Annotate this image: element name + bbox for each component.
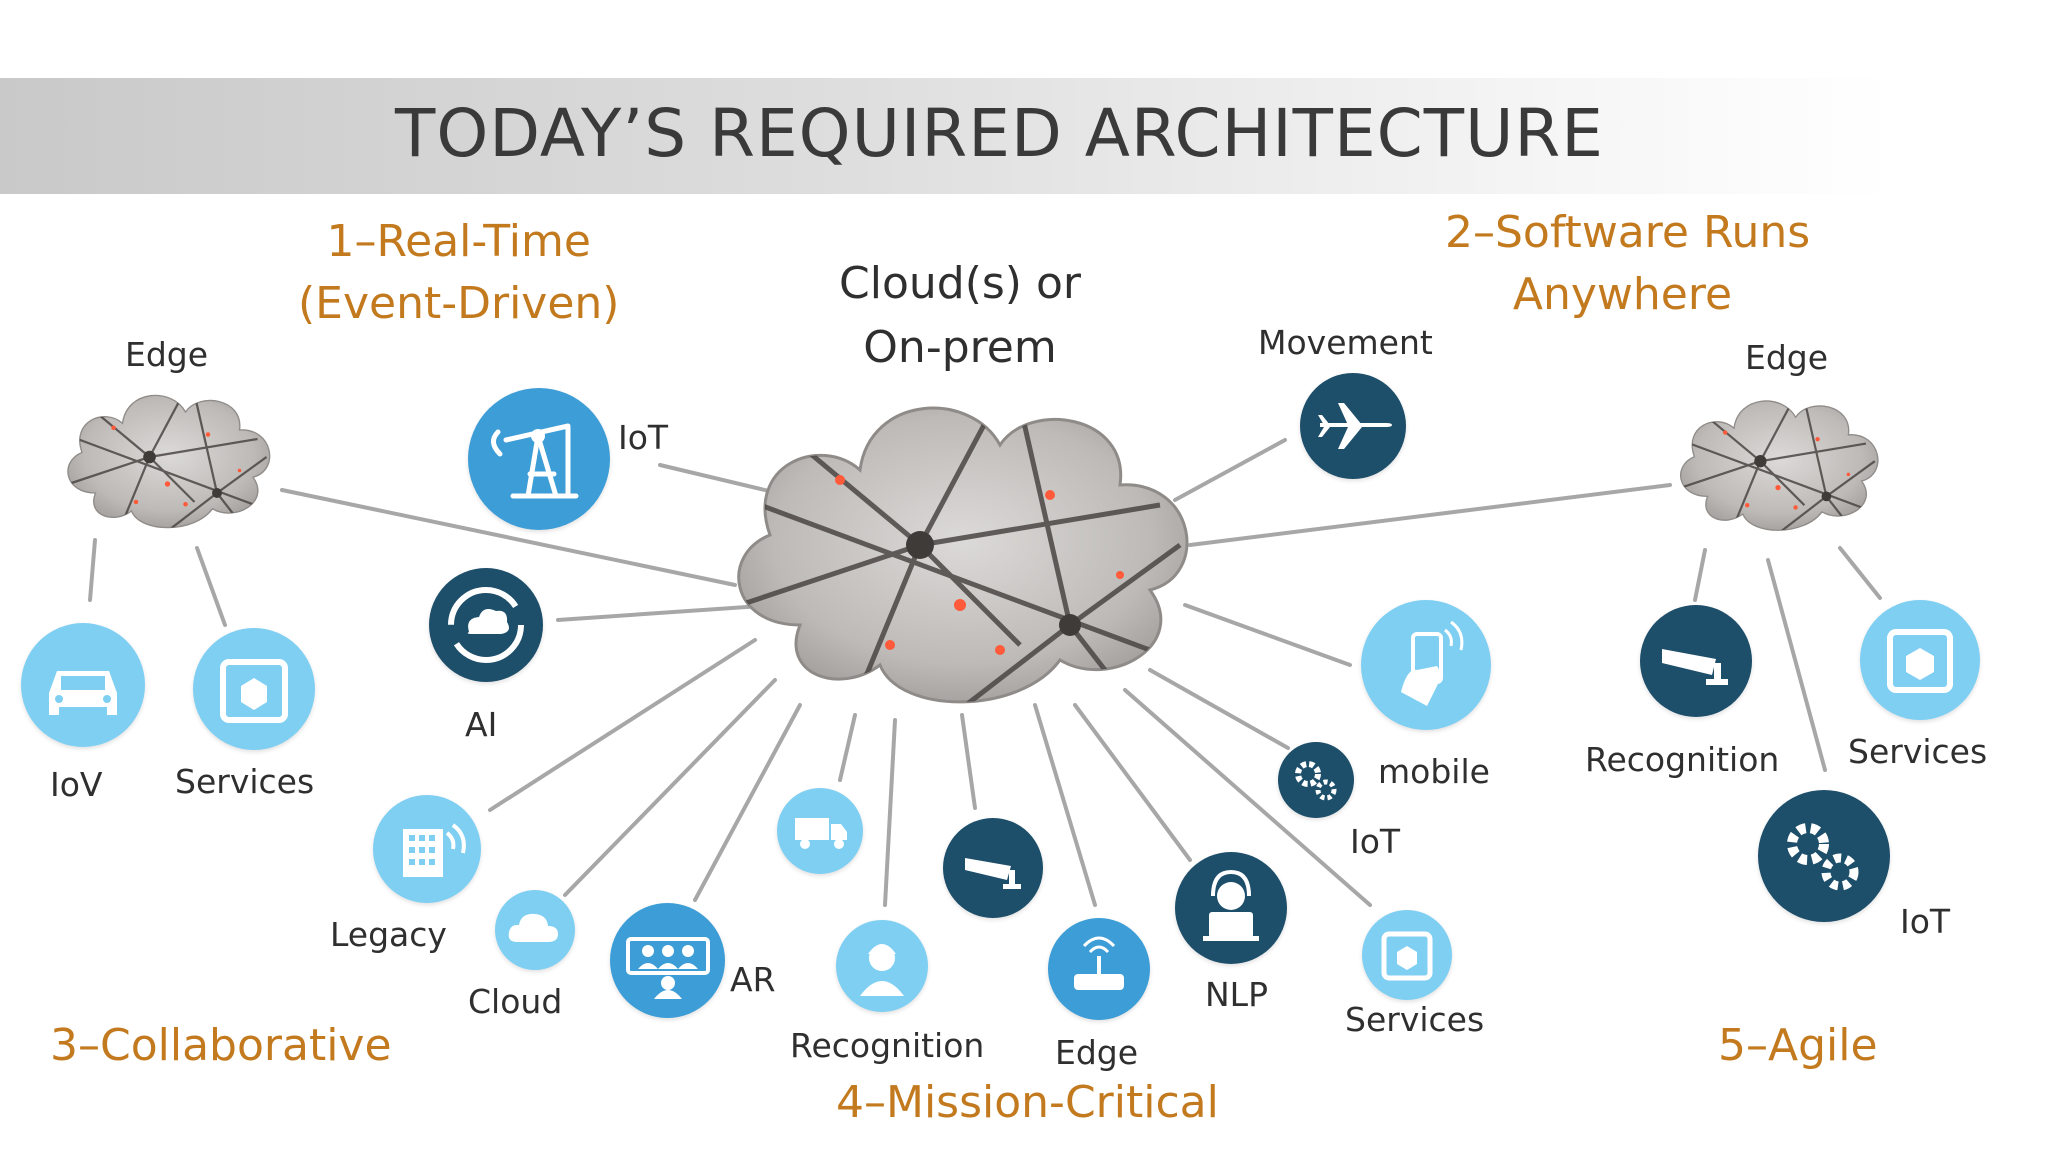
recognition-person-icon [836, 920, 928, 1012]
connector-lines [88, 438, 1882, 907]
iot-top-label: IoT [618, 418, 669, 457]
services-box-icon [1362, 910, 1452, 1000]
central-neuron-cloud [739, 395, 1190, 725]
gears-icon [1758, 790, 1890, 922]
edge-left-label: Edge [125, 335, 209, 374]
iot-right-label: IoT [1900, 902, 1951, 941]
principle-4-label: 4–Mission-Critical [836, 1077, 1219, 1128]
camera-icon [1640, 605, 1752, 717]
edge-left-cloud [68, 390, 271, 539]
principle-2-line2: Anywhere [1512, 269, 1733, 320]
services-box-icon [193, 628, 315, 750]
principle-1-line1: 1–Real-Time [326, 216, 591, 267]
edge-right-cloud [1681, 395, 1880, 540]
car-icon [21, 623, 145, 747]
ar-label: AR [730, 960, 776, 999]
cloud-icon [495, 890, 575, 970]
iot-mid-label: IoT [1350, 822, 1401, 861]
movement-label: Movement [1258, 323, 1433, 362]
principle-5-label: 5–Agile [1718, 1020, 1878, 1071]
cloud-label: Cloud [468, 982, 563, 1021]
nlp-headset-icon [1175, 852, 1287, 964]
center-label-line1: Cloud(s) or [839, 258, 1081, 309]
nlp-label: NLP [1205, 975, 1268, 1014]
ai-cycle-icon [429, 568, 543, 682]
services-box-icon [1860, 600, 1980, 720]
recognition-right-label: Recognition [1585, 740, 1780, 779]
principle-1-label: 1–Real-Time (Event-Driven) [298, 211, 619, 335]
gears-icon [1278, 742, 1354, 818]
ar-people-icon [610, 903, 725, 1018]
camera-icon [943, 818, 1043, 918]
ai-label: AI [465, 705, 498, 744]
edge-right-label: Edge [1745, 338, 1829, 377]
airplane-icon [1300, 373, 1406, 479]
truck-icon [777, 788, 863, 874]
principle-2-label: 2–Software Runs Anywhere [1445, 202, 1811, 326]
recognition-bottom-label: Recognition [790, 1026, 985, 1065]
center-label: Cloud(s) or On-prem [835, 252, 1085, 380]
principle-2-line1: 2–Software Runs [1445, 207, 1811, 258]
principle-3-label: 3–Collaborative [50, 1020, 392, 1071]
router-icon [1048, 918, 1150, 1020]
mobile-phone-icon [1361, 600, 1491, 730]
principle-1-line2: (Event-Driven) [298, 278, 620, 329]
mobile-label: mobile [1378, 752, 1490, 791]
services-right-label: Services [1848, 732, 1988, 771]
title-band [0, 78, 1890, 194]
center-label-line2: On-prem [863, 322, 1057, 373]
oil-pump-icon [468, 388, 610, 530]
services-left-label: Services [175, 762, 315, 801]
edge-bottom-label: Edge [1055, 1033, 1139, 1072]
page-title: TODAY’S REQUIRED ARCHITECTURE [395, 95, 1604, 172]
legacy-building-icon [373, 795, 481, 903]
iov-label: IoV [50, 765, 103, 804]
services-bottom-label: Services [1345, 1000, 1485, 1039]
legacy-label: Legacy [330, 915, 447, 954]
